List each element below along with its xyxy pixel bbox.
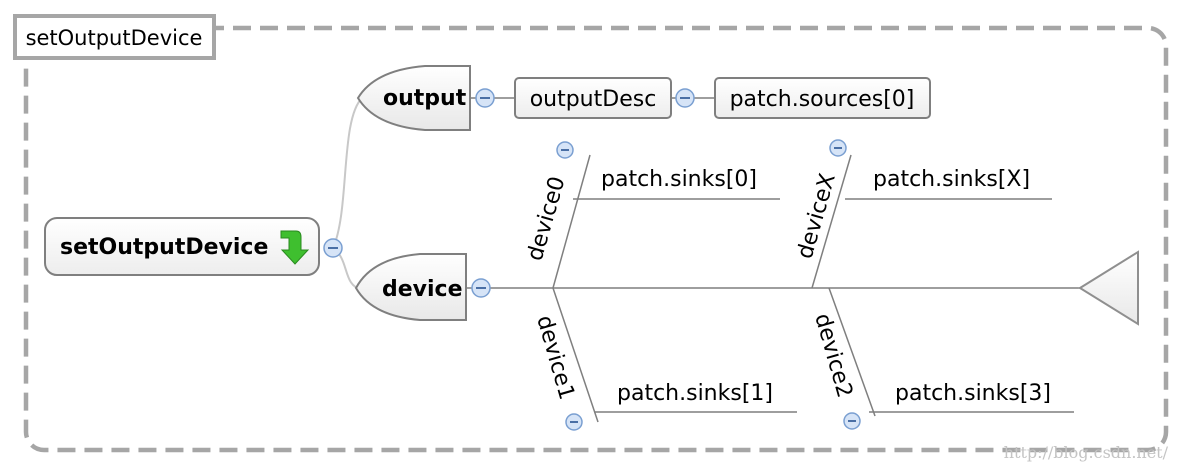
output-collapse-button[interactable] (475, 88, 495, 108)
device-node[interactable]: device (354, 253, 467, 321)
device-label: device (382, 277, 463, 302)
rib-device1-label: device1 (531, 313, 579, 403)
root-node[interactable]: setOutputDevice (44, 217, 320, 276)
boundary-label: setOutputDevice (26, 26, 203, 50)
boundary-frame (23, 25, 1169, 453)
patch-sources-label: patch.sources[0] (730, 87, 915, 112)
rib-device0 (552, 154, 591, 289)
green-down-arrow-icon (280, 230, 310, 265)
output-desc-node[interactable]: outputDesc (514, 77, 672, 119)
output-node[interactable]: output (356, 65, 471, 131)
device-collapse-button[interactable] (471, 278, 491, 298)
rib-device2 (828, 287, 876, 417)
root-collapse-button[interactable] (323, 238, 343, 258)
patch-sources-node[interactable]: patch.sources[0] (714, 77, 931, 119)
rib-devicex-value: patch.sinks[X] (873, 167, 1030, 192)
rib-devicex-collapse-button[interactable] (829, 139, 847, 157)
fishbone-head (1078, 250, 1139, 326)
rib-device1 (552, 287, 599, 423)
output-desc-collapse-button[interactable] (675, 88, 695, 108)
watermark: http://blog.csdn.net/ (1004, 443, 1169, 462)
rib-device2-label: device2 (809, 311, 857, 401)
root-label: setOutputDevice (60, 235, 268, 260)
rib-device1-value: patch.sinks[1] (617, 381, 773, 406)
rib-devicex (811, 154, 852, 289)
rib-device2-value: patch.sinks[3] (895, 381, 1051, 406)
output-label: output (383, 86, 467, 111)
rib-device0-value: patch.sinks[0] (601, 167, 757, 192)
rib-device1-collapse-button[interactable] (565, 413, 583, 431)
rib-device0-collapse-button[interactable] (556, 141, 574, 159)
rib-device2-collapse-button[interactable] (843, 412, 861, 430)
root-connector (332, 97, 363, 249)
boundary-label-box[interactable] (13, 14, 216, 60)
output-desc-label: outputDesc (530, 87, 657, 112)
